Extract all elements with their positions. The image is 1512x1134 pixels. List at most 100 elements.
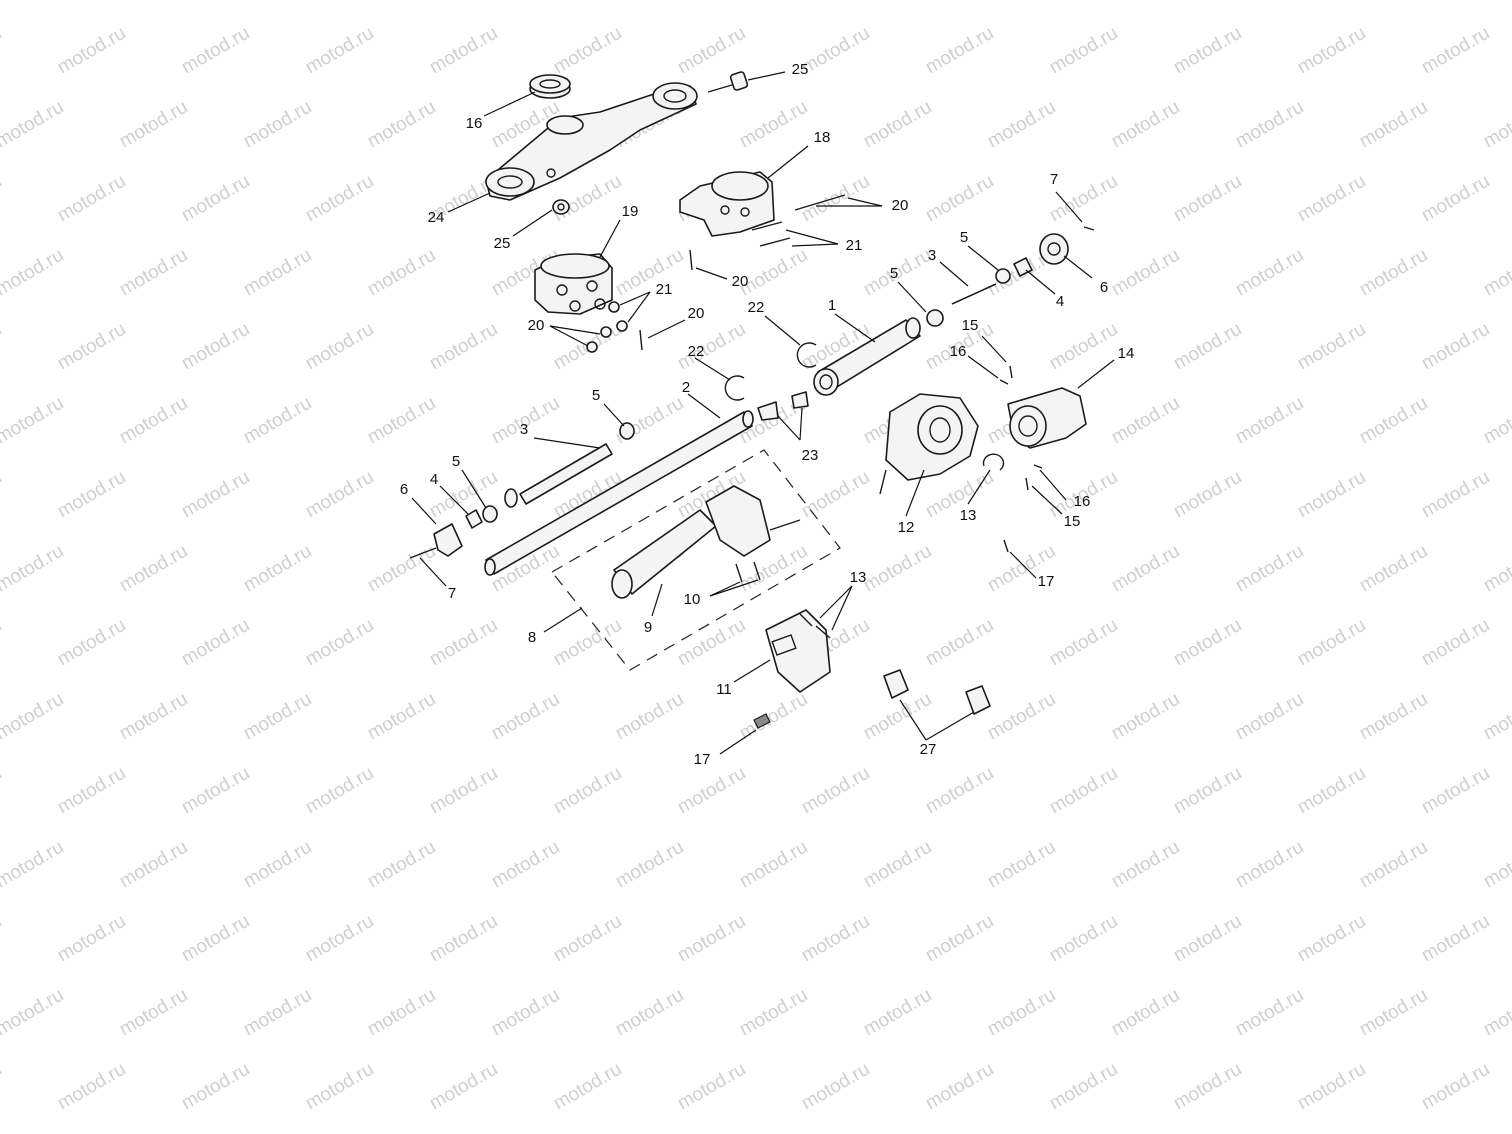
watermark-text: motod.ru [984, 0, 1059, 4]
callout-6-left: 6 [400, 481, 408, 498]
watermark-text: motod.ru [240, 0, 315, 4]
watermark-text: motod.ru [364, 245, 439, 301]
watermark-text: motod.ru [612, 837, 687, 893]
callout-9: 9 [644, 619, 652, 636]
part-screw-10b [753, 561, 761, 581]
watermark-text: motod.ru [116, 97, 191, 153]
part-bar-2 [484, 410, 754, 576]
part-bar-3-left [482, 422, 635, 523]
part-clip-22b [724, 375, 745, 401]
part-nut-4-left [465, 509, 483, 529]
watermark-text: motod.ru [54, 763, 129, 819]
watermark-text: motod.ru [674, 319, 749, 375]
watermark-text: motod.ru [0, 467, 5, 523]
watermark-text: motod.ru [674, 1059, 749, 1115]
assembly-outline-8 [551, 449, 841, 671]
parts-layer [409, 71, 1095, 729]
callout-1: 1 [828, 297, 836, 314]
callout-16-b: 16 [1074, 493, 1091, 510]
watermark-text: motod.ru [1046, 23, 1121, 79]
callout-10: 10 [684, 591, 701, 608]
part-clamp-18 [679, 171, 775, 237]
watermark-text: motod.ru [550, 911, 625, 967]
watermark-text: motod.ru [1480, 245, 1512, 301]
watermark-text: motod.ru [1232, 985, 1307, 1041]
watermark-text: motod.ru [1170, 1059, 1245, 1115]
watermark-text: motod.ru [178, 171, 253, 227]
callout-4-right: 4 [1056, 293, 1064, 310]
part-screw-10 [735, 563, 743, 583]
watermark-text: motod.ru [116, 689, 191, 745]
part-top-yoke-24 [485, 82, 698, 201]
watermark-text: motod.ru [1418, 171, 1493, 227]
watermark-text: motod.ru [1356, 0, 1431, 4]
part-screw-15 [1009, 365, 1013, 379]
watermark-text: motod.ru [302, 1059, 377, 1115]
callout-22-a: 22 [748, 299, 765, 316]
watermark-text: motod.ru [426, 319, 501, 375]
callout-13-b: 13 [960, 507, 977, 524]
watermark-text: motod.ru [240, 393, 315, 449]
part-pin-17 [1003, 539, 1009, 553]
watermark-text: motod.ru [116, 0, 191, 4]
watermark-text: motod.ru [1046, 763, 1121, 819]
watermark-text: motod.ru [364, 0, 439, 4]
watermark-text: motod.ru [302, 171, 377, 227]
watermark-text: motod.ru [178, 319, 253, 375]
callout-13-a: 13 [850, 569, 867, 586]
watermark-text: motod.ru [488, 689, 563, 745]
watermark-text: motod.ru [178, 615, 253, 671]
watermark-text: motod.ru [1232, 689, 1307, 745]
watermark-text: motod.ru [302, 763, 377, 819]
watermark-text: motod.ru [240, 245, 315, 301]
watermark-text: motod.ru [240, 541, 315, 597]
callout-20-d: 20 [688, 305, 705, 322]
watermark-text: motod.ru [674, 911, 749, 967]
part-screw-13b [815, 625, 831, 639]
watermark-text: motod.ru [1356, 541, 1431, 597]
part-pin-17-left [753, 713, 771, 729]
watermark-text: motod.ru [1418, 911, 1493, 967]
watermark-text: motod.ru [1480, 0, 1512, 4]
watermark-text: motod.ru [736, 837, 811, 893]
watermark-text: motod.ru [302, 615, 377, 671]
watermark-text: motod.ru [426, 615, 501, 671]
watermark-text: motod.ru [922, 1059, 997, 1115]
callout-20-b: 20 [732, 273, 749, 290]
watermark-text: motod.ru [612, 985, 687, 1041]
watermark-text: motod.ru [0, 97, 67, 153]
part-screw-13 [799, 613, 813, 627]
callout-17-a: 17 [1038, 573, 1055, 590]
watermark-text: motod.ru [1356, 97, 1431, 153]
callout-17-b: 17 [694, 751, 711, 768]
watermark-text: motod.ru [364, 837, 439, 893]
watermark-text: motod.ru [54, 911, 129, 967]
part-screw-7-left [409, 547, 437, 559]
watermark-text: motod.ru [798, 23, 873, 79]
watermark-text: motod.ru [240, 837, 315, 893]
watermark-text: motod.ru [54, 319, 129, 375]
watermark-text: motod.ru [1232, 0, 1307, 4]
callout-14: 14 [1118, 345, 1135, 362]
callout-25: 25 [494, 235, 511, 252]
watermark-text: motod.ru [0, 319, 5, 375]
callout-21-a: 21 [846, 237, 863, 254]
watermark-text: motod.ru [860, 689, 935, 745]
watermark-text: motod.ru [364, 97, 439, 153]
watermark-text: motod.ru [1108, 541, 1183, 597]
part-screw-15b [1025, 477, 1029, 491]
part-cap-6-right [1039, 233, 1069, 265]
part-cap-27 [883, 669, 909, 699]
watermark-text: motod.ru [426, 911, 501, 967]
watermark-text: motod.ru [1480, 689, 1512, 745]
watermark-text: motod.ru [1294, 23, 1369, 79]
watermark-text: motod.ru [984, 985, 1059, 1041]
watermark-text: motod.ru [550, 1059, 625, 1115]
callout-23: 23 [802, 447, 819, 464]
watermark-text: motod.ru [364, 689, 439, 745]
callout-7-right: 7 [1050, 171, 1058, 188]
watermark-text: motod.ru [798, 911, 873, 967]
part-throttle-12 [879, 393, 979, 495]
watermark-text: motod.ru [1232, 97, 1307, 153]
watermark-text: motod.ru [1418, 467, 1493, 523]
